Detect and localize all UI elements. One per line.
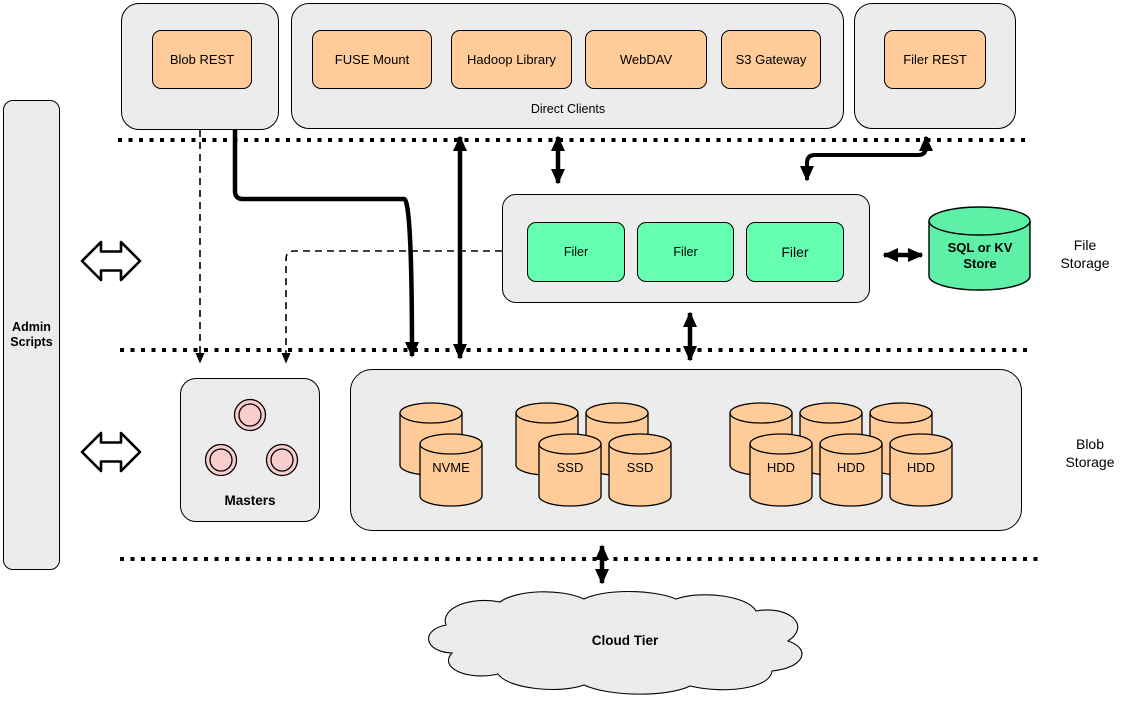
filer-to-masters-arrow — [281, 250, 502, 364]
direct-clients-caption: Direct Clients — [530, 102, 606, 116]
filer-label-3: Filer — [781, 244, 809, 260]
hdd-label-3: HDD — [906, 460, 936, 475]
blob-storage-section-label: Blob Storage — [1065, 436, 1115, 470]
filerrest-filer-arrow — [800, 135, 933, 182]
cloud-tier-label: Cloud Tier — [591, 633, 659, 648]
blob-rest-label: Blob REST — [169, 52, 235, 67]
blob-rest-box: Blob REST — [152, 30, 252, 89]
webdav-box: WebDAV — [585, 30, 707, 89]
hdd-label-2: HDD — [836, 460, 866, 475]
ssd-label-1: SSD — [556, 460, 584, 475]
admin-scripts-label: Admin Scripts — [10, 320, 53, 349]
admin-file-tier-arrow — [80, 240, 142, 282]
nvme-label: NVME — [432, 460, 470, 475]
filer-label-2: Filer — [673, 245, 698, 259]
filer-rest-box: Filer REST — [884, 30, 986, 89]
admin-scripts-node: Admin Scripts — [3, 100, 60, 570]
fuse-mount-label: FUSE Mount — [334, 52, 410, 67]
s3-gateway-box: S3 Gateway — [721, 30, 821, 89]
admin-blob-tier-arrow — [80, 431, 142, 473]
masters-label: Masters — [224, 493, 276, 508]
filer-box-1: Filer — [527, 222, 625, 282]
filer-box-2: Filer — [637, 222, 734, 282]
hadoop-library-label: Hadoop Library — [467, 52, 556, 67]
webdav-label: WebDAV — [619, 52, 673, 67]
filer-label-1: Filer — [563, 245, 589, 259]
dashed-master-links — [195, 130, 502, 364]
blobrest-to-volumes-arrow — [232, 130, 419, 358]
file-storage-section-label: File Storage — [1060, 237, 1110, 271]
s3-gateway-label: S3 Gateway — [735, 52, 807, 67]
filer-box-3: Filer — [746, 222, 844, 282]
sql-kv-store-label: SQL or KV Store — [947, 240, 1013, 272]
filer-rest-label: Filer REST — [903, 52, 967, 67]
hadoop-library-box: Hadoop Library — [451, 30, 572, 89]
hdd-label-1: HDD — [766, 460, 796, 475]
ssd-label-2: SSD — [626, 460, 654, 475]
fuse-mount-box: FUSE Mount — [312, 30, 432, 89]
volume-servers-group — [350, 369, 1022, 531]
